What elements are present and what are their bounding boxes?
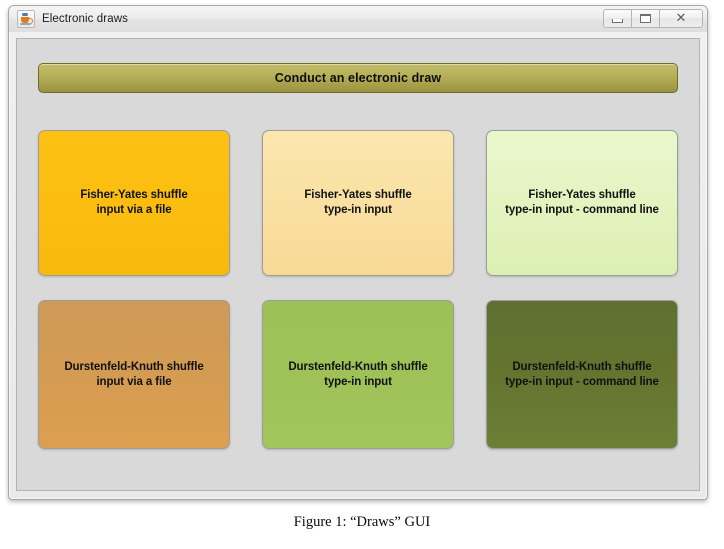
button-label: Fisher-Yates shuffle type-in input <box>304 189 412 216</box>
window-controls: ✕ <box>603 9 703 28</box>
java-icon-cup <box>21 17 29 23</box>
minimize-button[interactable] <box>603 9 631 28</box>
durstenfeld-knuth-typein-button[interactable]: Durstenfeld-Knuth shuffle type-in input <box>262 300 454 449</box>
minimize-icon <box>612 18 623 23</box>
close-button[interactable]: ✕ <box>659 9 703 28</box>
java-app-icon <box>17 10 35 28</box>
fisher-yates-commandline-button[interactable]: Fisher-Yates shuffle type-in input - com… <box>486 130 678 276</box>
durstenfeld-knuth-file-button[interactable]: Durstenfeld-Knuth shuffle input via a fi… <box>38 300 230 449</box>
window-client-area: Conduct an electronic draw Fisher-Yates … <box>9 32 707 499</box>
window-titlebar[interactable]: Electronic draws ✕ <box>9 6 707 32</box>
close-icon: ✕ <box>675 11 687 26</box>
figure-caption: Figure 1: “Draws” GUI <box>293 514 431 530</box>
durstenfeld-knuth-commandline-button[interactable]: Durstenfeld-Knuth shuffle type-in input … <box>486 300 678 449</box>
header-banner-label: Conduct an electronic draw <box>274 71 442 85</box>
button-label: Fisher-Yates shuffle type-in input - com… <box>505 189 659 216</box>
fisher-yates-file-button[interactable]: Fisher-Yates shuffle input via a file <box>38 130 230 276</box>
maximize-icon <box>640 14 651 23</box>
button-label: Durstenfeld-Knuth shuffle input via a fi… <box>64 360 204 388</box>
header-banner: Conduct an electronic draw <box>38 63 678 93</box>
java-icon-steam <box>22 13 28 16</box>
content-panel: Conduct an electronic draw Fisher-Yates … <box>16 38 700 491</box>
maximize-button[interactable] <box>631 9 659 28</box>
window-title: Electronic draws <box>42 13 128 25</box>
application-window: Electronic draws ✕ Conduct an electronic… <box>8 5 708 500</box>
java-icon-base <box>20 23 31 25</box>
button-label: Durstenfeld-Knuth shuffle type-in input <box>288 360 428 388</box>
shuffle-button-grid: Fisher-Yates shuffle input via a file Fi… <box>36 130 680 449</box>
button-label: Fisher-Yates shuffle input via a file <box>80 189 188 216</box>
fisher-yates-typein-button[interactable]: Fisher-Yates shuffle type-in input <box>262 130 454 276</box>
button-label: Durstenfeld-Knuth shuffle type-in input … <box>505 360 659 388</box>
